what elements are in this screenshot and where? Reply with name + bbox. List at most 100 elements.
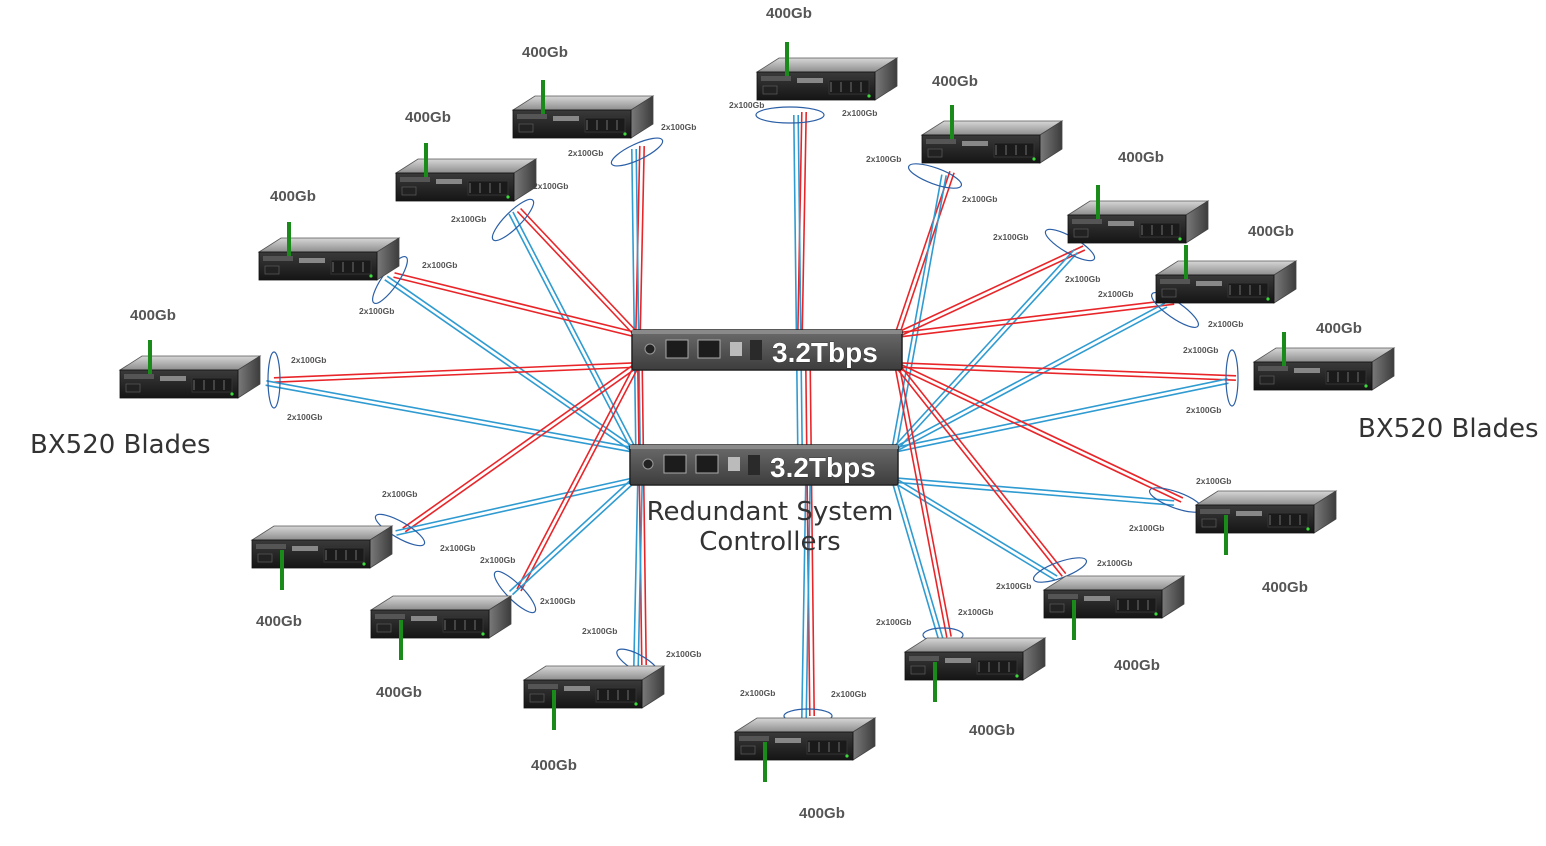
link-red-6 — [393, 272, 638, 338]
link-label-13-2: 2x100Gb — [996, 581, 1031, 591]
link-label-2-1: 2x100Gb — [661, 122, 696, 132]
link-blue-6 — [384, 275, 636, 453]
uplink-bar-16 — [763, 742, 767, 782]
link-blue-2 — [631, 148, 641, 451]
controllers-caption-line2: Controllers — [699, 527, 840, 557]
blade-server-16 — [733, 717, 877, 761]
link-red-14 — [894, 364, 952, 638]
link-blue-15 — [633, 479, 643, 669]
blade-bandwidth-label-2: 400Gb — [522, 44, 568, 61]
blade-bandwidth-label-1: 400Gb — [766, 5, 812, 22]
uplink-bar-7 — [1184, 245, 1188, 279]
link-label-6-2: 2x100Gb — [359, 306, 394, 316]
blade-server-2 — [511, 95, 655, 139]
link-red-16 — [805, 364, 815, 717]
link-label-3-2: 2x100Gb — [962, 194, 997, 204]
link-label-14-2: 2x100Gb — [876, 617, 911, 627]
blade-bandwidth-label-8: 400Gb — [130, 307, 176, 324]
link-label-10-2: 2x100Gb — [440, 543, 475, 553]
link-label-10-1: 2x100Gb — [382, 489, 417, 499]
link-blue-5 — [891, 248, 1079, 453]
system-controller-bottom: 3.2Tbps — [629, 444, 899, 486]
link-red-8 — [273, 362, 638, 383]
blade-bandwidth-label-7: 400Gb — [1248, 223, 1294, 240]
link-blue-12 — [508, 477, 637, 596]
link-label-6-1: 2x100Gb — [422, 260, 457, 270]
uplink-bar-2 — [541, 80, 545, 114]
link-bundle-ring-7 — [1151, 292, 1199, 328]
blade-server-7 — [1154, 260, 1298, 304]
link-label-16-2: 2x100Gb — [831, 689, 866, 699]
link-label-1-2: 2x100Gb — [842, 108, 877, 118]
blade-server-3 — [920, 120, 1064, 164]
labels-layer: BX520 Blades BX520 Blades Redundant Syst… — [30, 414, 1539, 557]
blade-server-13 — [1042, 575, 1186, 619]
blade-bandwidth-label-3: 400Gb — [932, 73, 978, 90]
blade-server-4 — [394, 158, 538, 202]
link-blue-10 — [395, 477, 635, 536]
blade-bandwidth-label-15: 400Gb — [531, 757, 577, 774]
link-label-15-1: 2x100Gb — [582, 626, 617, 636]
blade-server-15 — [522, 665, 666, 709]
link-bundle-ring-3 — [907, 163, 963, 189]
link-bundle-ring-1 — [755, 106, 825, 124]
link-label-8-2: 2x100Gb — [287, 412, 322, 422]
link-blue-8 — [265, 380, 635, 453]
uplink-bar-3 — [950, 105, 954, 139]
blade-server-14 — [903, 637, 1047, 681]
blade-bandwidth-label-13: 400Gb — [1114, 657, 1160, 674]
link-bundle-ring-10 — [374, 513, 426, 547]
uplink-bar-10 — [280, 550, 284, 590]
link-label-3-1: 2x100Gb — [866, 154, 901, 164]
link-red-11 — [895, 362, 1184, 503]
blade-bandwidth-label-11: 400Gb — [1262, 579, 1308, 596]
links-layer: 2x100Gb 2x100Gb 2x100Gb 2x100Gb 2x100Gb 2x100… — [265, 100, 1243, 724]
link-label-7-2: 2x100Gb — [1208, 319, 1243, 329]
link-label-5-1: 2x100Gb — [993, 232, 1028, 242]
link-blue-14 — [891, 479, 944, 641]
uplink-bar-6 — [287, 222, 291, 256]
link-red-3 — [894, 171, 955, 336]
blade-server-1 — [755, 57, 899, 101]
blade-bandwidth-label-6: 400Gb — [270, 188, 316, 205]
uplink-bar-4 — [424, 143, 428, 177]
uplink-bar-15 — [552, 690, 556, 730]
title-left: BX520 Blades — [30, 430, 211, 460]
link-red-9 — [896, 362, 1237, 381]
uplink-bar-1 — [785, 42, 789, 76]
link-blue-3 — [891, 174, 947, 451]
link-bundle-ring-8 — [267, 351, 281, 409]
link-label-1-1: 2x100Gb — [729, 100, 764, 110]
link-bundle-ring-4 — [491, 198, 535, 242]
blade-bandwidth-label-12: 400Gb — [376, 684, 422, 701]
link-blue-7 — [892, 302, 1168, 453]
blade-bandwidth-label-4: 400Gb — [405, 109, 451, 126]
link-label-11-2: 2x100Gb — [1129, 523, 1164, 533]
blade-server-5 — [1066, 200, 1210, 244]
link-red-4 — [516, 207, 640, 338]
link-blue-9 — [893, 378, 1229, 453]
link-label-8-1: 2x100Gb — [291, 355, 326, 365]
controllers-caption-line1: Redundant System — [647, 497, 894, 527]
blade-bandwidth-label-10: 400Gb — [256, 613, 302, 630]
system-controller-top: 3.2Tbps — [631, 329, 903, 371]
uplink-bar-12 — [399, 620, 403, 660]
link-label-12-1: 2x100Gb — [480, 555, 515, 565]
link-red-7 — [896, 299, 1175, 338]
blade-server-10 — [250, 525, 394, 569]
blade-server-11 — [1194, 490, 1338, 534]
link-label-9-1: 2x100Gb — [1183, 345, 1218, 355]
link-blue-11 — [893, 477, 1175, 506]
title-right: BX520 Blades — [1358, 414, 1539, 444]
link-label-11-1: 2x100Gb — [1196, 476, 1231, 486]
blade-bandwidth-label-16: 400Gb — [799, 805, 845, 822]
link-label-16-1: 2x100Gb — [740, 688, 775, 698]
uplink-bar-9 — [1282, 332, 1286, 366]
controllers-layer: 3.2Tbps 3.2Tbps — [629, 329, 903, 486]
link-red-15 — [637, 364, 647, 666]
blade-bandwidth-label-14: 400Gb — [969, 722, 1015, 739]
link-label-7-1: 2x100Gb — [1098, 289, 1133, 299]
link-label-15-2: 2x100Gb — [666, 649, 701, 659]
